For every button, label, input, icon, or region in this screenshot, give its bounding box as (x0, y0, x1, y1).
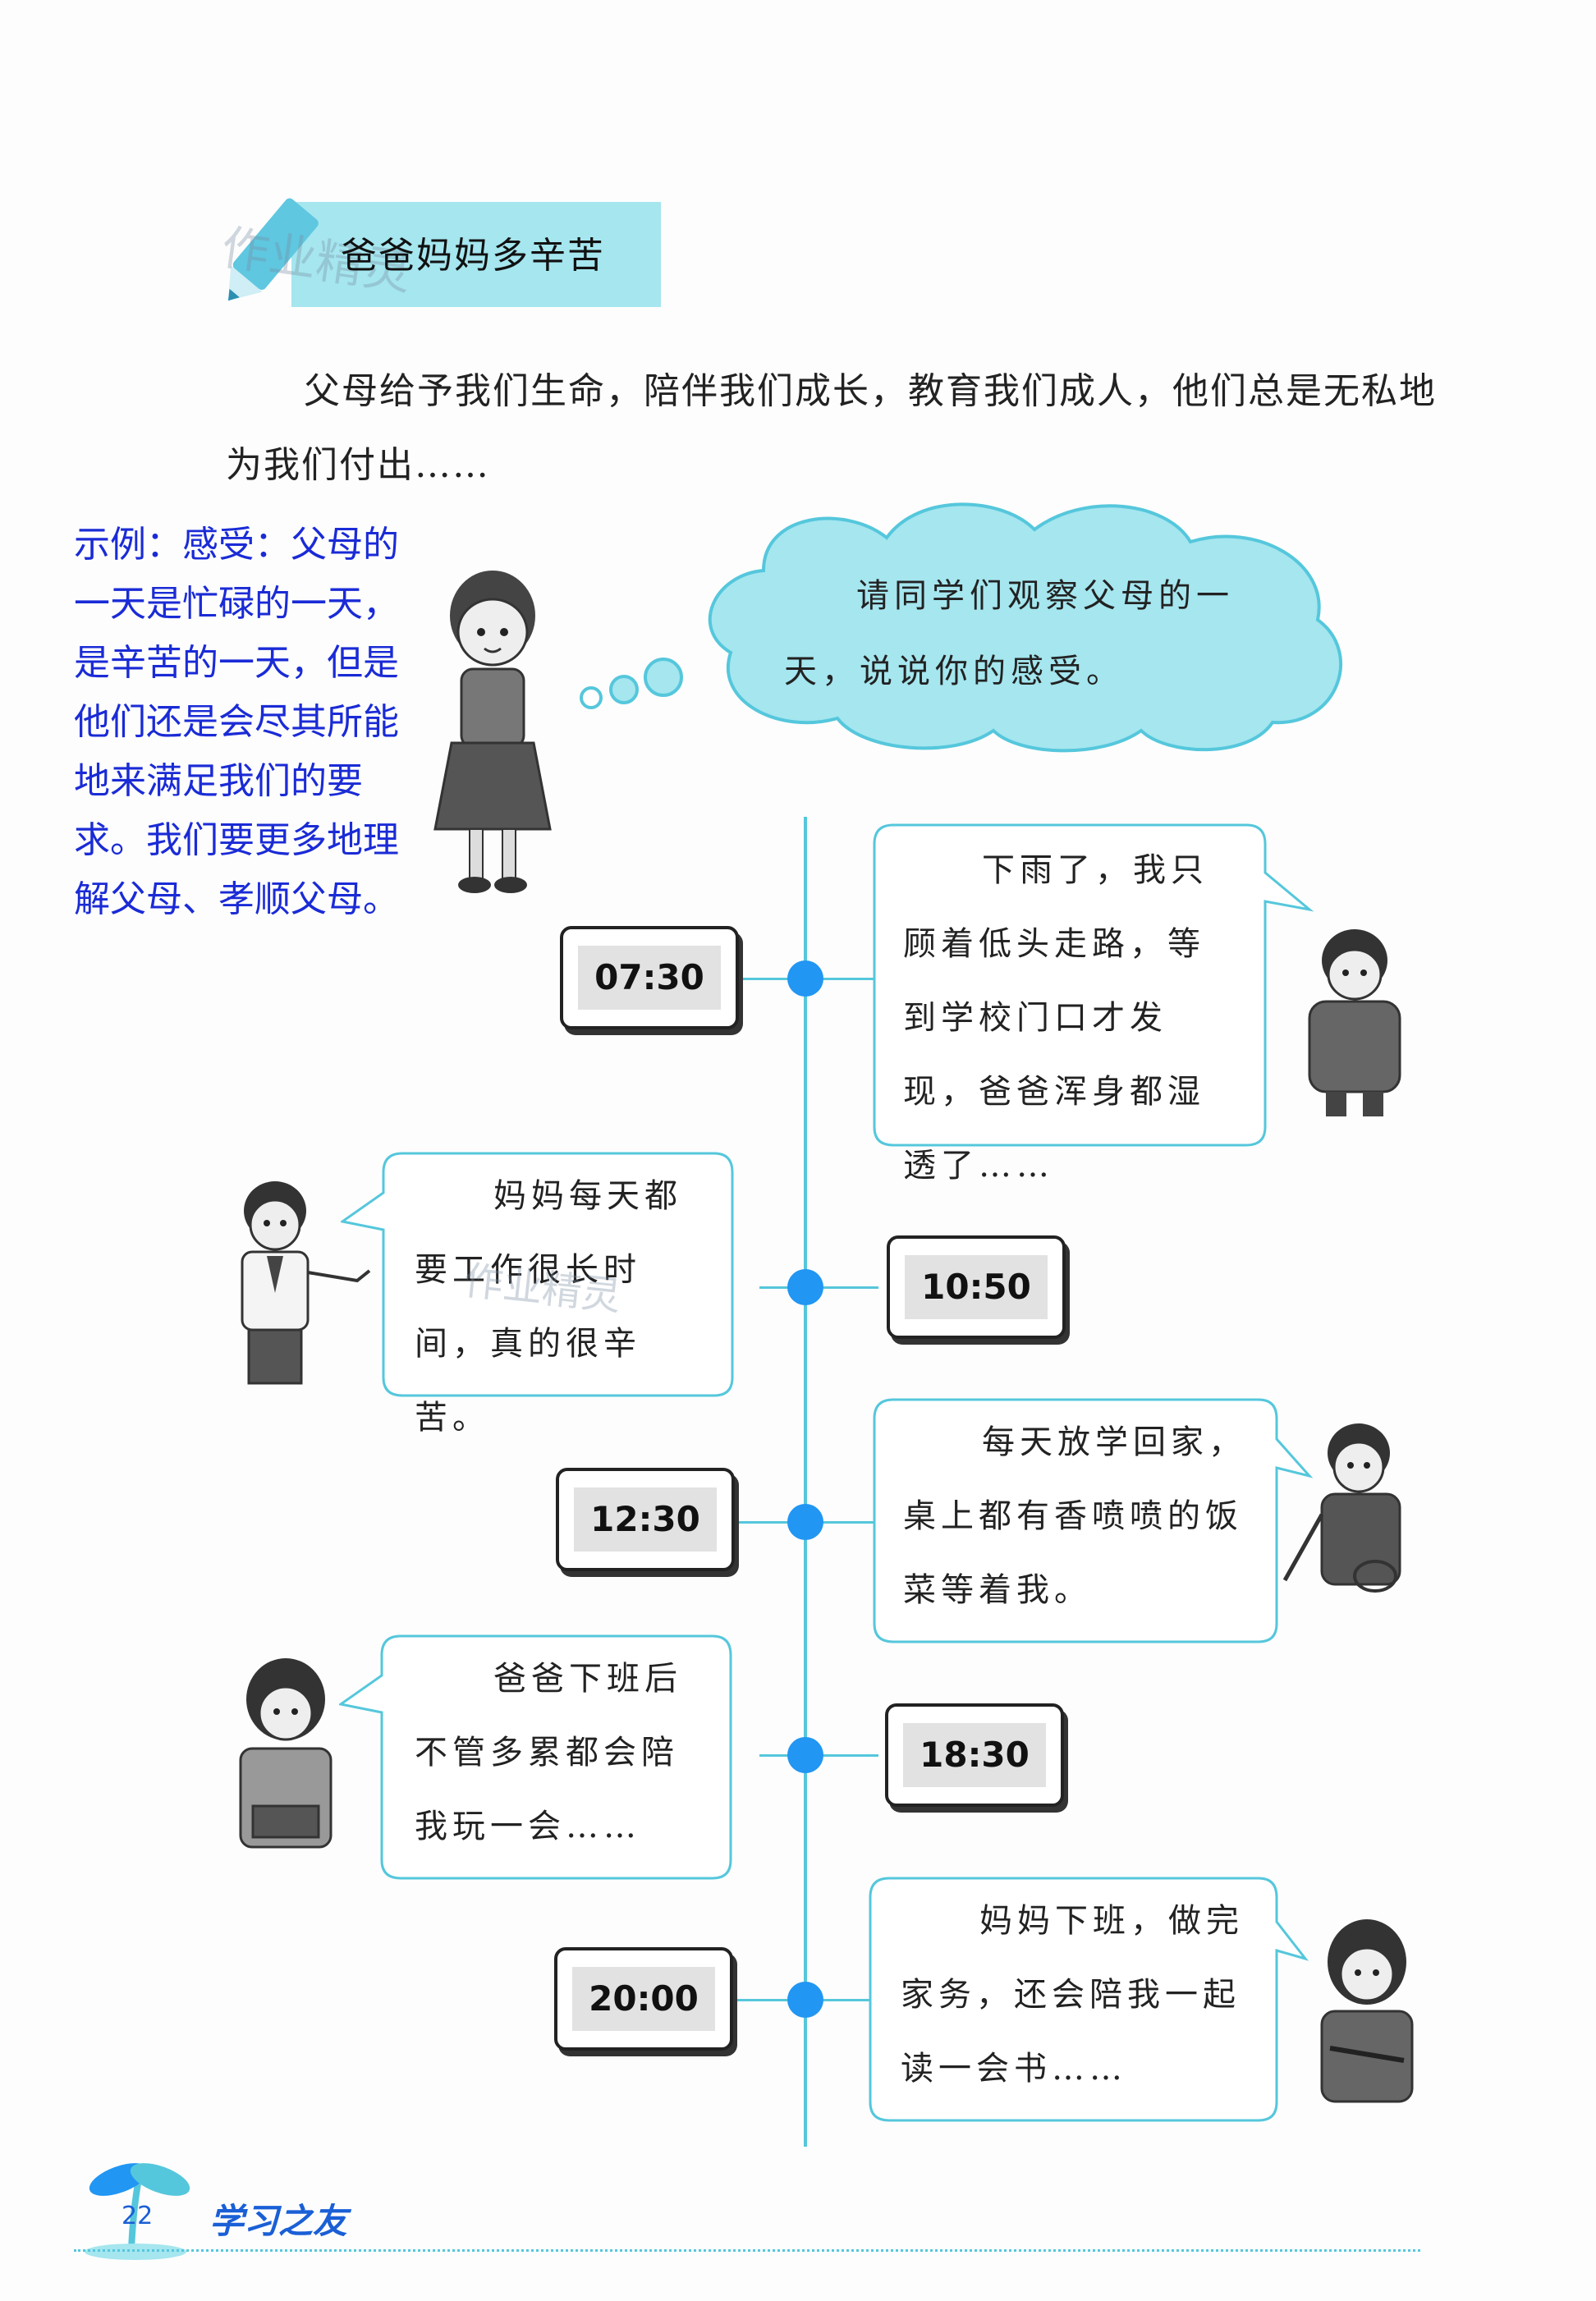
footer-divider (74, 2249, 1420, 2254)
intro-line-2: 为我们付出…… (226, 435, 490, 488)
boy-illustration (1285, 924, 1424, 1121)
girl-illustration (220, 1654, 351, 1876)
clock-time: 20:00 (572, 1967, 715, 2031)
brand-logo: 学习之友 (209, 2193, 347, 2244)
timeline-dot (787, 1737, 823, 1773)
prompt-text: 请同学们观察父母的一天，说说你的感受。 (784, 558, 1285, 709)
clock-time: 18:30 (903, 1723, 1046, 1787)
girl-illustration (410, 566, 575, 903)
boy-illustration (1268, 1416, 1433, 1629)
page-number: 22 (122, 2202, 153, 2230)
timeline-dot (787, 1269, 823, 1305)
bubble-text: 爸爸下班后不管多累都会陪我玩一会…… (415, 1642, 710, 1863)
girl-illustration (1305, 1917, 1429, 2114)
clock-display: 20:00 (554, 1947, 733, 2051)
answer-text: 示例：感受：父母的一天是忙碌的一天，是辛苦的一天，但是他们还是会尽其所能地来满足… (74, 516, 423, 929)
clock-display: 10:50 (887, 1235, 1066, 1339)
bubble-text: 妈妈下班，做完家务，还会陪我一起读一会书…… (901, 1884, 1262, 2106)
timeline-dot (787, 960, 823, 997)
timeline-dot (787, 1504, 823, 1540)
clock-time: 10:50 (905, 1255, 1048, 1319)
clock-display: 18:30 (885, 1703, 1064, 1807)
clock-time: 07:30 (578, 946, 721, 1010)
timeline-line (804, 817, 807, 2147)
boy-illustration (218, 1174, 382, 1387)
clock-display: 07:30 (560, 926, 739, 1029)
bubble-text: 下雨了，我只顾着低头走路，等到学校门口才发现，爸爸浑身都湿透了…… (903, 833, 1240, 1203)
bubble-text: 每天放学回家，桌上都有香喷喷的饭菜等着我。 (903, 1405, 1256, 1627)
timeline-dot (787, 1982, 823, 2018)
clock-time: 12:30 (574, 1487, 717, 1552)
intro-line-1: 父母给予我们生命，陪伴我们成长，教育我们成人，他们总是无私地 (304, 361, 1437, 414)
section-title: 爸爸妈妈多辛苦 (341, 226, 605, 278)
clock-display: 12:30 (556, 1468, 735, 1571)
